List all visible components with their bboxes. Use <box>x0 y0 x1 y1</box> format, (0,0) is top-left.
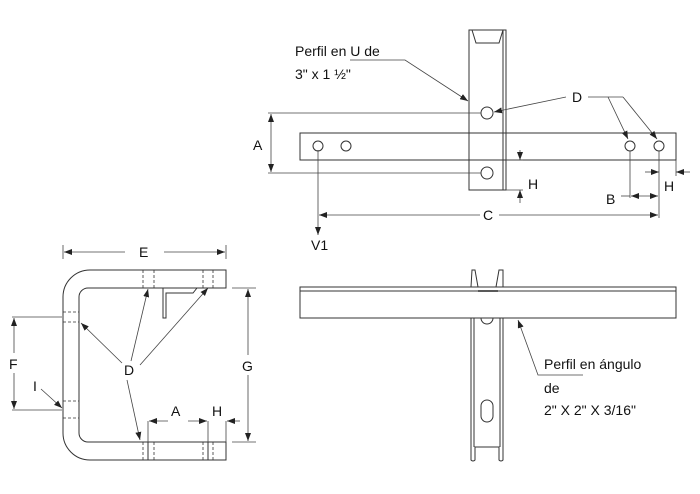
frame <box>62 269 227 461</box>
u-channel-label-line1: Perfil en U de <box>295 43 380 59</box>
bolt-hole <box>340 140 352 152</box>
dim-V1: V1 <box>311 237 328 253</box>
dim-H: H <box>528 176 538 192</box>
dim-C: C <box>483 207 493 223</box>
crossbar <box>299 132 677 161</box>
u-channel-side <box>470 269 504 462</box>
bolt-hole <box>624 140 636 152</box>
dim-H-right: H <box>664 178 674 194</box>
angle-stub <box>162 287 198 319</box>
slot <box>480 317 494 325</box>
dim-A: A <box>171 403 181 419</box>
angle-label-line1: Perfil en ángulo <box>544 356 642 372</box>
side-view: Perfil en ángulo de 2" X 2" X 3/16" <box>299 269 677 462</box>
bolt-hole <box>480 106 494 120</box>
dim-D: D <box>572 89 582 105</box>
angle-label-line3: 2" X 2" X 3/16" <box>544 402 636 418</box>
frame-view: E G F I D A H <box>9 244 256 461</box>
slot <box>480 399 494 423</box>
dim-B: B <box>606 191 615 207</box>
dim-H: H <box>212 403 222 419</box>
top-view: A H H B C V1 D Perfil en U de 3" x 1 ½" <box>253 29 690 253</box>
bolt-hole <box>312 140 324 152</box>
dim-A: A <box>253 137 263 153</box>
dim-D: D <box>124 362 134 378</box>
u-channel <box>468 29 507 191</box>
u-channel-label-line2: 3" x 1 ½" <box>295 66 351 82</box>
angle-label-line2: de <box>544 380 560 396</box>
bolt-hole <box>653 140 665 152</box>
dim-G: G <box>242 358 253 374</box>
angle-bar <box>299 286 677 319</box>
bolt-hole <box>480 166 494 180</box>
dim-F: F <box>9 356 18 372</box>
dim-E: E <box>139 244 148 260</box>
dim-I: I <box>33 378 37 394</box>
